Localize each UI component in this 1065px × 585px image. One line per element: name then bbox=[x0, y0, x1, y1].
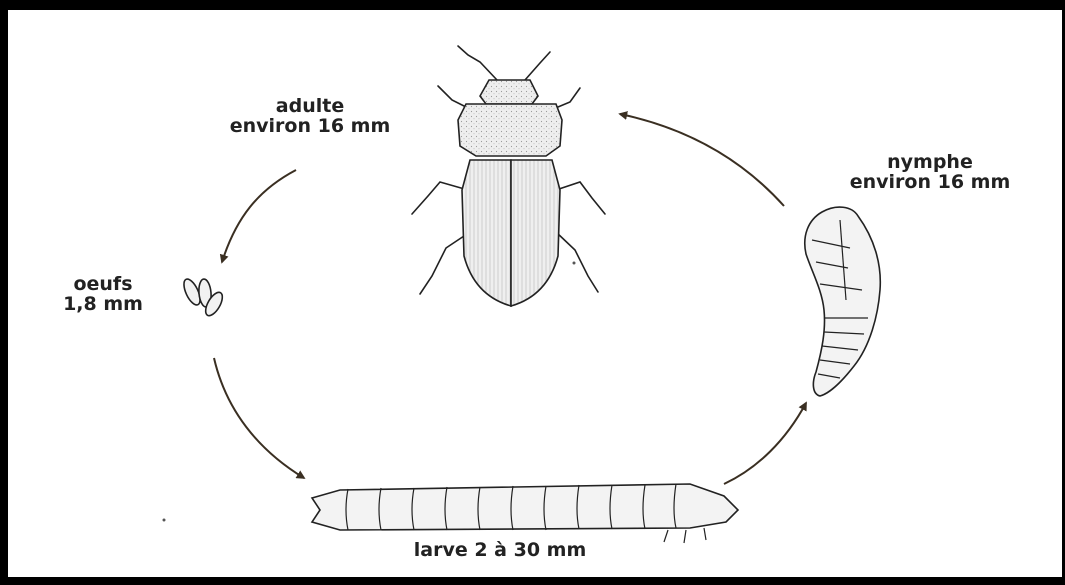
pupa-size: environ 16 mm bbox=[800, 172, 1060, 192]
larva-text: larve 2 à 30 mm bbox=[350, 540, 650, 560]
larva-illustration bbox=[312, 484, 738, 543]
adult-label: adulte environ 16 mm bbox=[190, 96, 430, 136]
adult-name: adulte bbox=[190, 96, 430, 116]
larva-label: larve 2 à 30 mm bbox=[350, 540, 650, 560]
eggs-illustration bbox=[181, 277, 226, 318]
arrow-pupa-to-adult bbox=[620, 114, 784, 206]
adult-beetle-illustration bbox=[412, 46, 605, 306]
pupa-illustration bbox=[805, 207, 881, 396]
adult-size: environ 16 mm bbox=[190, 116, 430, 136]
eggs-size: 1,8 mm bbox=[28, 294, 178, 314]
arrow-larva-to-pupa bbox=[724, 403, 806, 484]
pupa-label: nymphe environ 16 mm bbox=[800, 152, 1060, 192]
speck bbox=[163, 519, 166, 522]
speck bbox=[573, 262, 576, 265]
eggs-label: oeufs 1,8 mm bbox=[28, 274, 178, 314]
arrow-adult-to-eggs bbox=[222, 170, 296, 262]
pupa-name: nymphe bbox=[800, 152, 1060, 172]
arrow-eggs-to-larva bbox=[214, 358, 304, 478]
eggs-name: oeufs bbox=[28, 274, 178, 294]
